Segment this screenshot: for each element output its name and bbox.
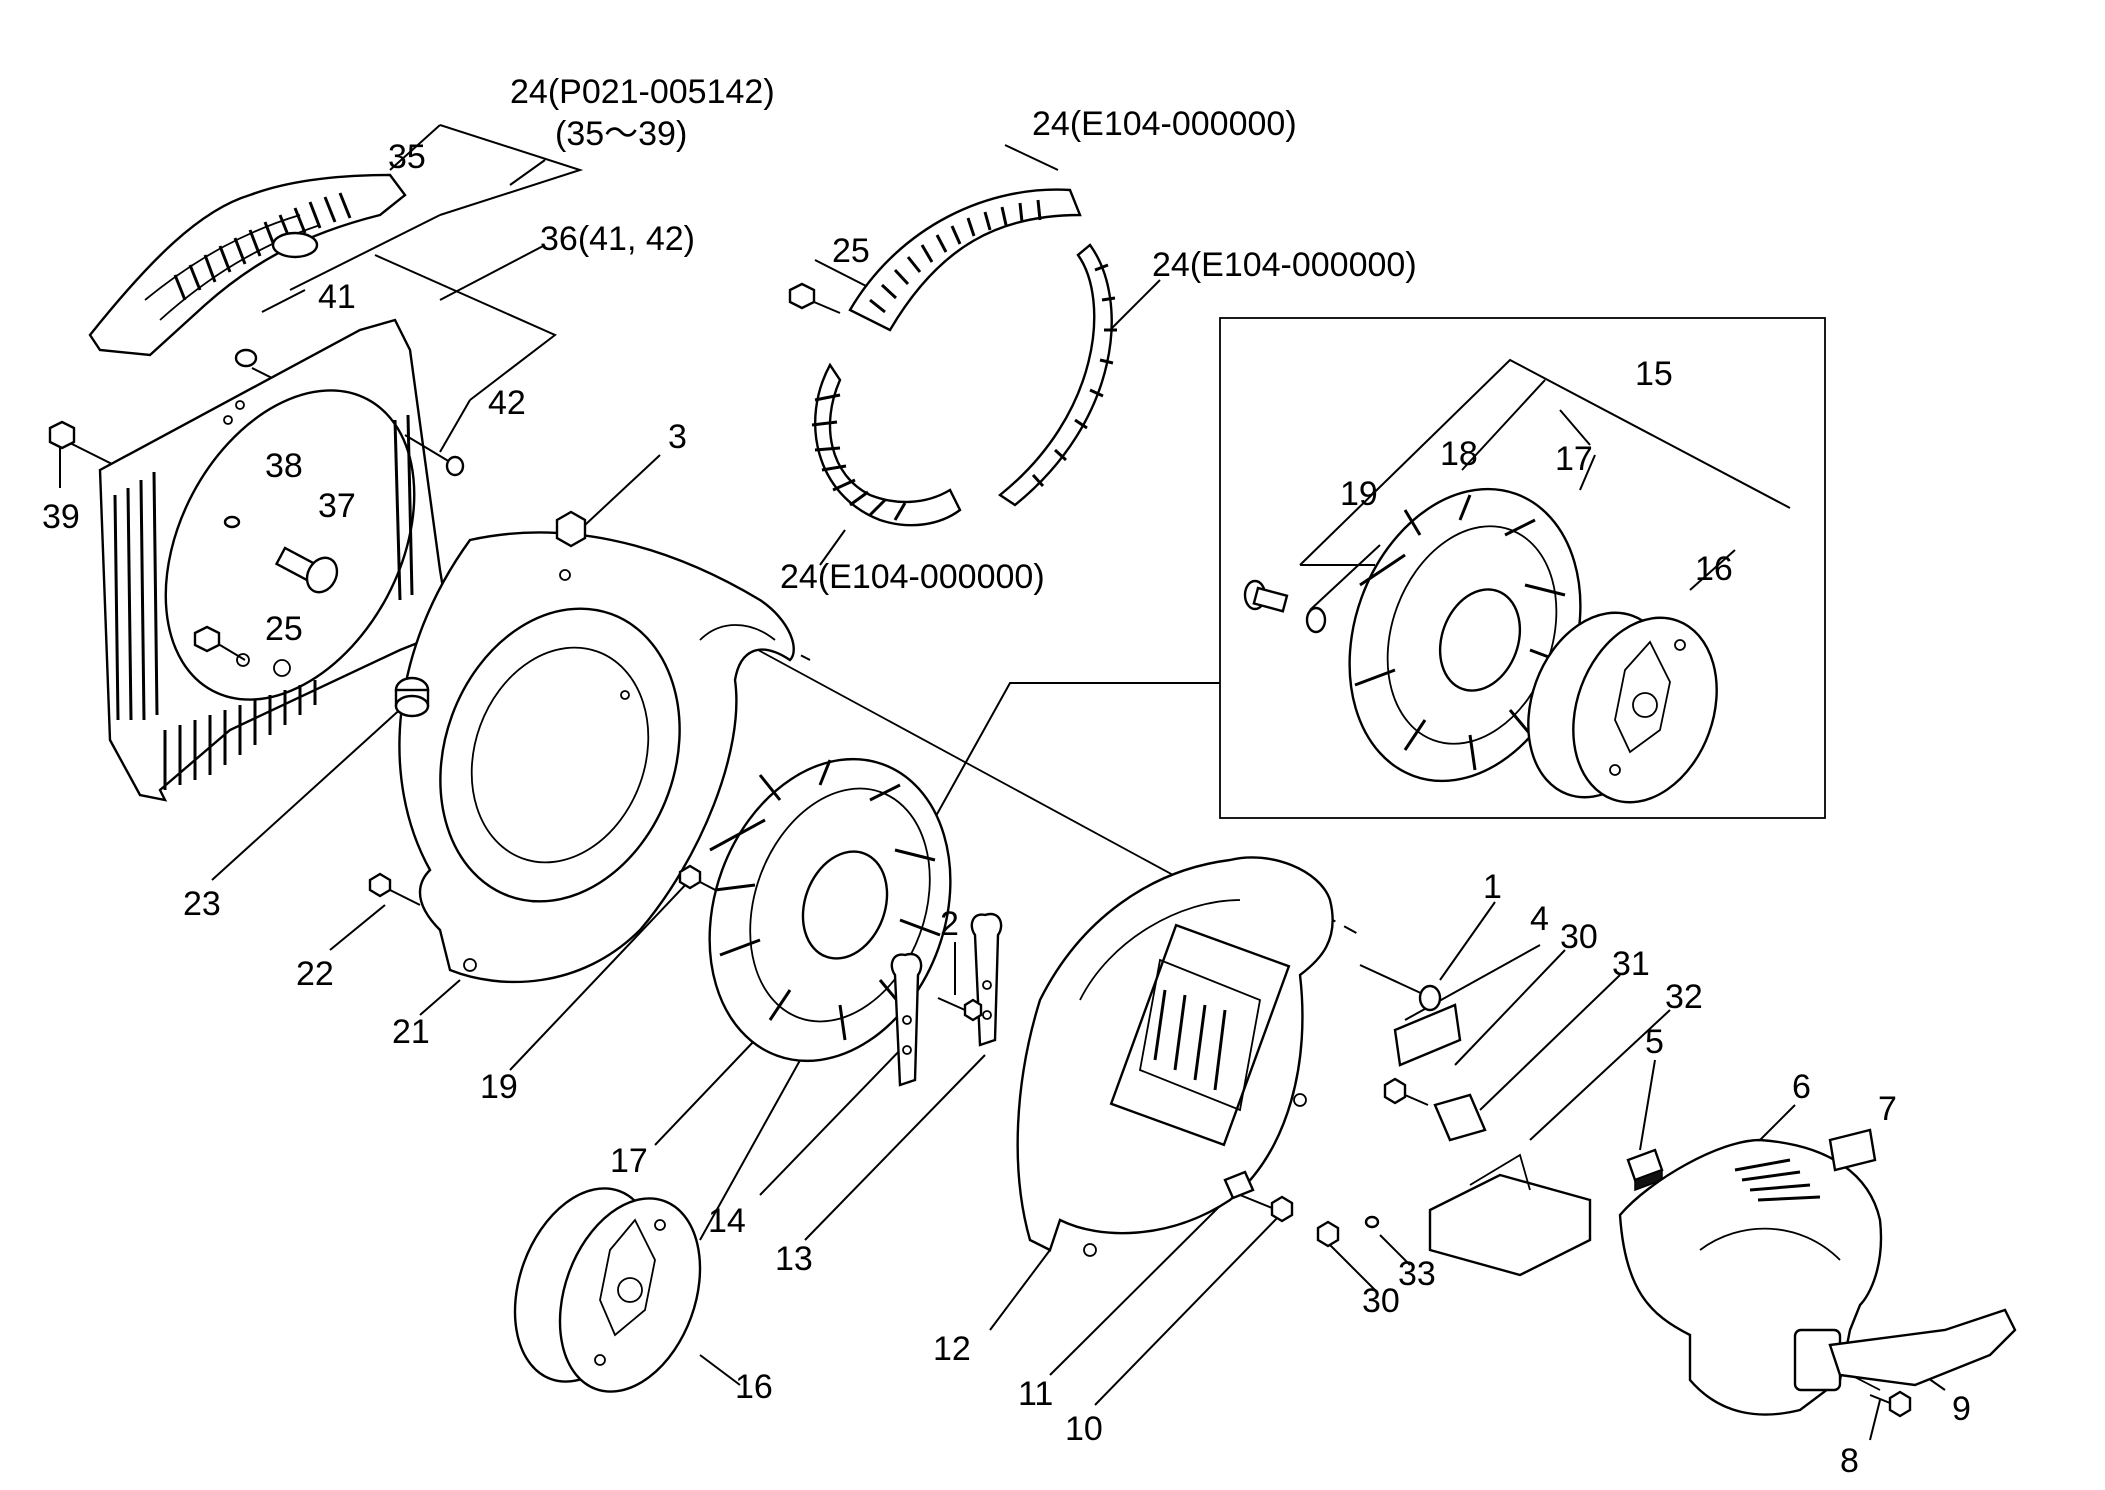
part-3-nut <box>555 510 587 548</box>
label-17-inset: 17 <box>1555 440 1593 478</box>
part-17-impeller <box>708 757 952 1063</box>
part-23-grommet <box>394 676 430 718</box>
label-13: 13 <box>775 1240 813 1278</box>
label-18-inset: 18 <box>1440 435 1478 473</box>
label-7: 7 <box>1878 1090 1897 1128</box>
label-24-right: 24(E104-000000) <box>1152 246 1417 284</box>
label-38: 38 <box>265 447 303 485</box>
label-22: 22 <box>296 955 334 993</box>
label-24-top: 24(E104-000000) <box>1032 105 1297 143</box>
label-kit1-code: 24(P021-005142) <box>510 73 775 111</box>
label-15-inset: 15 <box>1635 355 1673 393</box>
part-2-screw <box>937 997 983 1022</box>
part-1-bolt <box>1359 964 1442 1012</box>
label-35: 35 <box>388 138 426 176</box>
label-25-top: 25 <box>832 232 870 270</box>
part-33-washer <box>1364 1215 1380 1229</box>
part-42-screw <box>404 434 465 477</box>
label-16: 16 <box>735 1368 773 1406</box>
label-30-a: 30 <box>1560 918 1598 956</box>
part-12-rear-housing <box>1016 856 1334 1257</box>
part-32-heat-shield <box>1428 1153 1592 1277</box>
part-10-bolt <box>1239 1194 1294 1223</box>
part-30-screw-a <box>1383 1077 1429 1106</box>
part-37-bolt <box>274 546 339 594</box>
label-11: 11 <box>1018 1375 1053 1413</box>
label-23: 23 <box>183 885 221 923</box>
inset-box <box>1219 317 1826 819</box>
part-14-bracket <box>890 952 923 1087</box>
label-2: 2 <box>940 905 959 943</box>
label-32: 32 <box>1665 978 1703 1016</box>
label-16-inset: 16 <box>1695 550 1733 588</box>
label-39: 39 <box>42 498 80 536</box>
label-36: 36(41, 42) <box>540 220 695 258</box>
part-35-cover-grille <box>88 173 407 357</box>
inset-part-17-impeller <box>1348 487 1582 783</box>
label-5: 5 <box>1645 1023 1664 1061</box>
part-38-washer <box>223 515 241 529</box>
label-8: 8 <box>1840 1442 1859 1480</box>
label-17: 17 <box>610 1142 648 1180</box>
label-9: 9 <box>1952 1390 1971 1428</box>
label-33: 33 <box>1398 1255 1436 1293</box>
part-7-label <box>1828 1128 1877 1172</box>
label-21: 21 <box>392 1013 430 1051</box>
label-19-inset: 19 <box>1340 475 1378 513</box>
part-25-screw-left <box>193 625 246 661</box>
label-25-left: 25 <box>265 610 303 648</box>
label-kit1-range: (35～39) <box>555 115 687 153</box>
label-10: 10 <box>1065 1410 1103 1448</box>
part-11-clamp <box>1223 1170 1255 1200</box>
part-41-ring <box>234 348 258 368</box>
part-labels: 24(P021-005142) (35～39) 35 36(41, 42) 41… <box>42 73 1971 1480</box>
label-12: 12 <box>933 1330 971 1368</box>
part-13-bracket <box>970 912 1003 1047</box>
label-41: 41 <box>318 278 356 316</box>
part-39-nut <box>48 420 76 450</box>
label-31: 31 <box>1612 945 1650 983</box>
part-8-bolt <box>1869 1390 1912 1418</box>
label-6: 6 <box>1792 1068 1811 1106</box>
label-1: 1 <box>1483 868 1502 906</box>
label-19: 19 <box>480 1068 518 1106</box>
part-9-exhaust-guide <box>1828 1308 2017 1387</box>
part-25-screw-top <box>788 282 841 314</box>
hardware-37-42 <box>48 282 841 661</box>
part-30-screw-b <box>1316 1220 1340 1248</box>
label-3: 3 <box>668 418 687 456</box>
label-14: 14 <box>708 1202 746 1240</box>
inset-part-19-bolt <box>1243 579 1289 613</box>
label-37: 37 <box>318 487 356 525</box>
inset-part-18-washer <box>1305 606 1327 634</box>
part-36-back-plate <box>98 318 452 802</box>
part-24-grille-bands <box>811 188 1117 527</box>
label-30-b: 30 <box>1362 1282 1400 1320</box>
part-16-flywheel-cup <box>513 1187 702 1393</box>
part-21-fan-housing-front <box>398 531 795 984</box>
label-42: 42 <box>488 384 526 422</box>
inset-part-16-flywheel <box>1527 611 1718 804</box>
part-6-muffler-cover <box>1618 1138 1883 1416</box>
part-4-label <box>1393 1003 1462 1067</box>
label-4: 4 <box>1530 900 1549 938</box>
label-24-mid: 24(E104-000000) <box>780 558 1045 596</box>
part-22-screw <box>368 872 421 906</box>
part-31-bracket <box>1433 1093 1487 1142</box>
